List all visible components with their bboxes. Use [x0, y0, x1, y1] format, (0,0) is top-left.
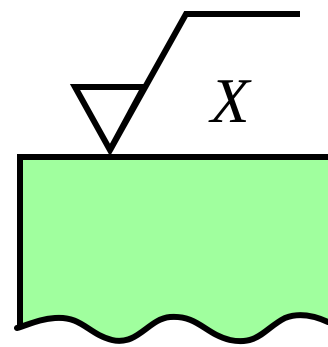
workpiece-section: [14, 154, 328, 345]
symbol-triangle: [69, 84, 150, 157]
workpiece-fill: [20, 157, 328, 342]
break-line: [14, 312, 328, 345]
symbol-letter: X: [207, 65, 252, 136]
symbol-long-leg: [107, 11, 300, 152]
surface-texture-symbol-icon: [69, 11, 300, 157]
